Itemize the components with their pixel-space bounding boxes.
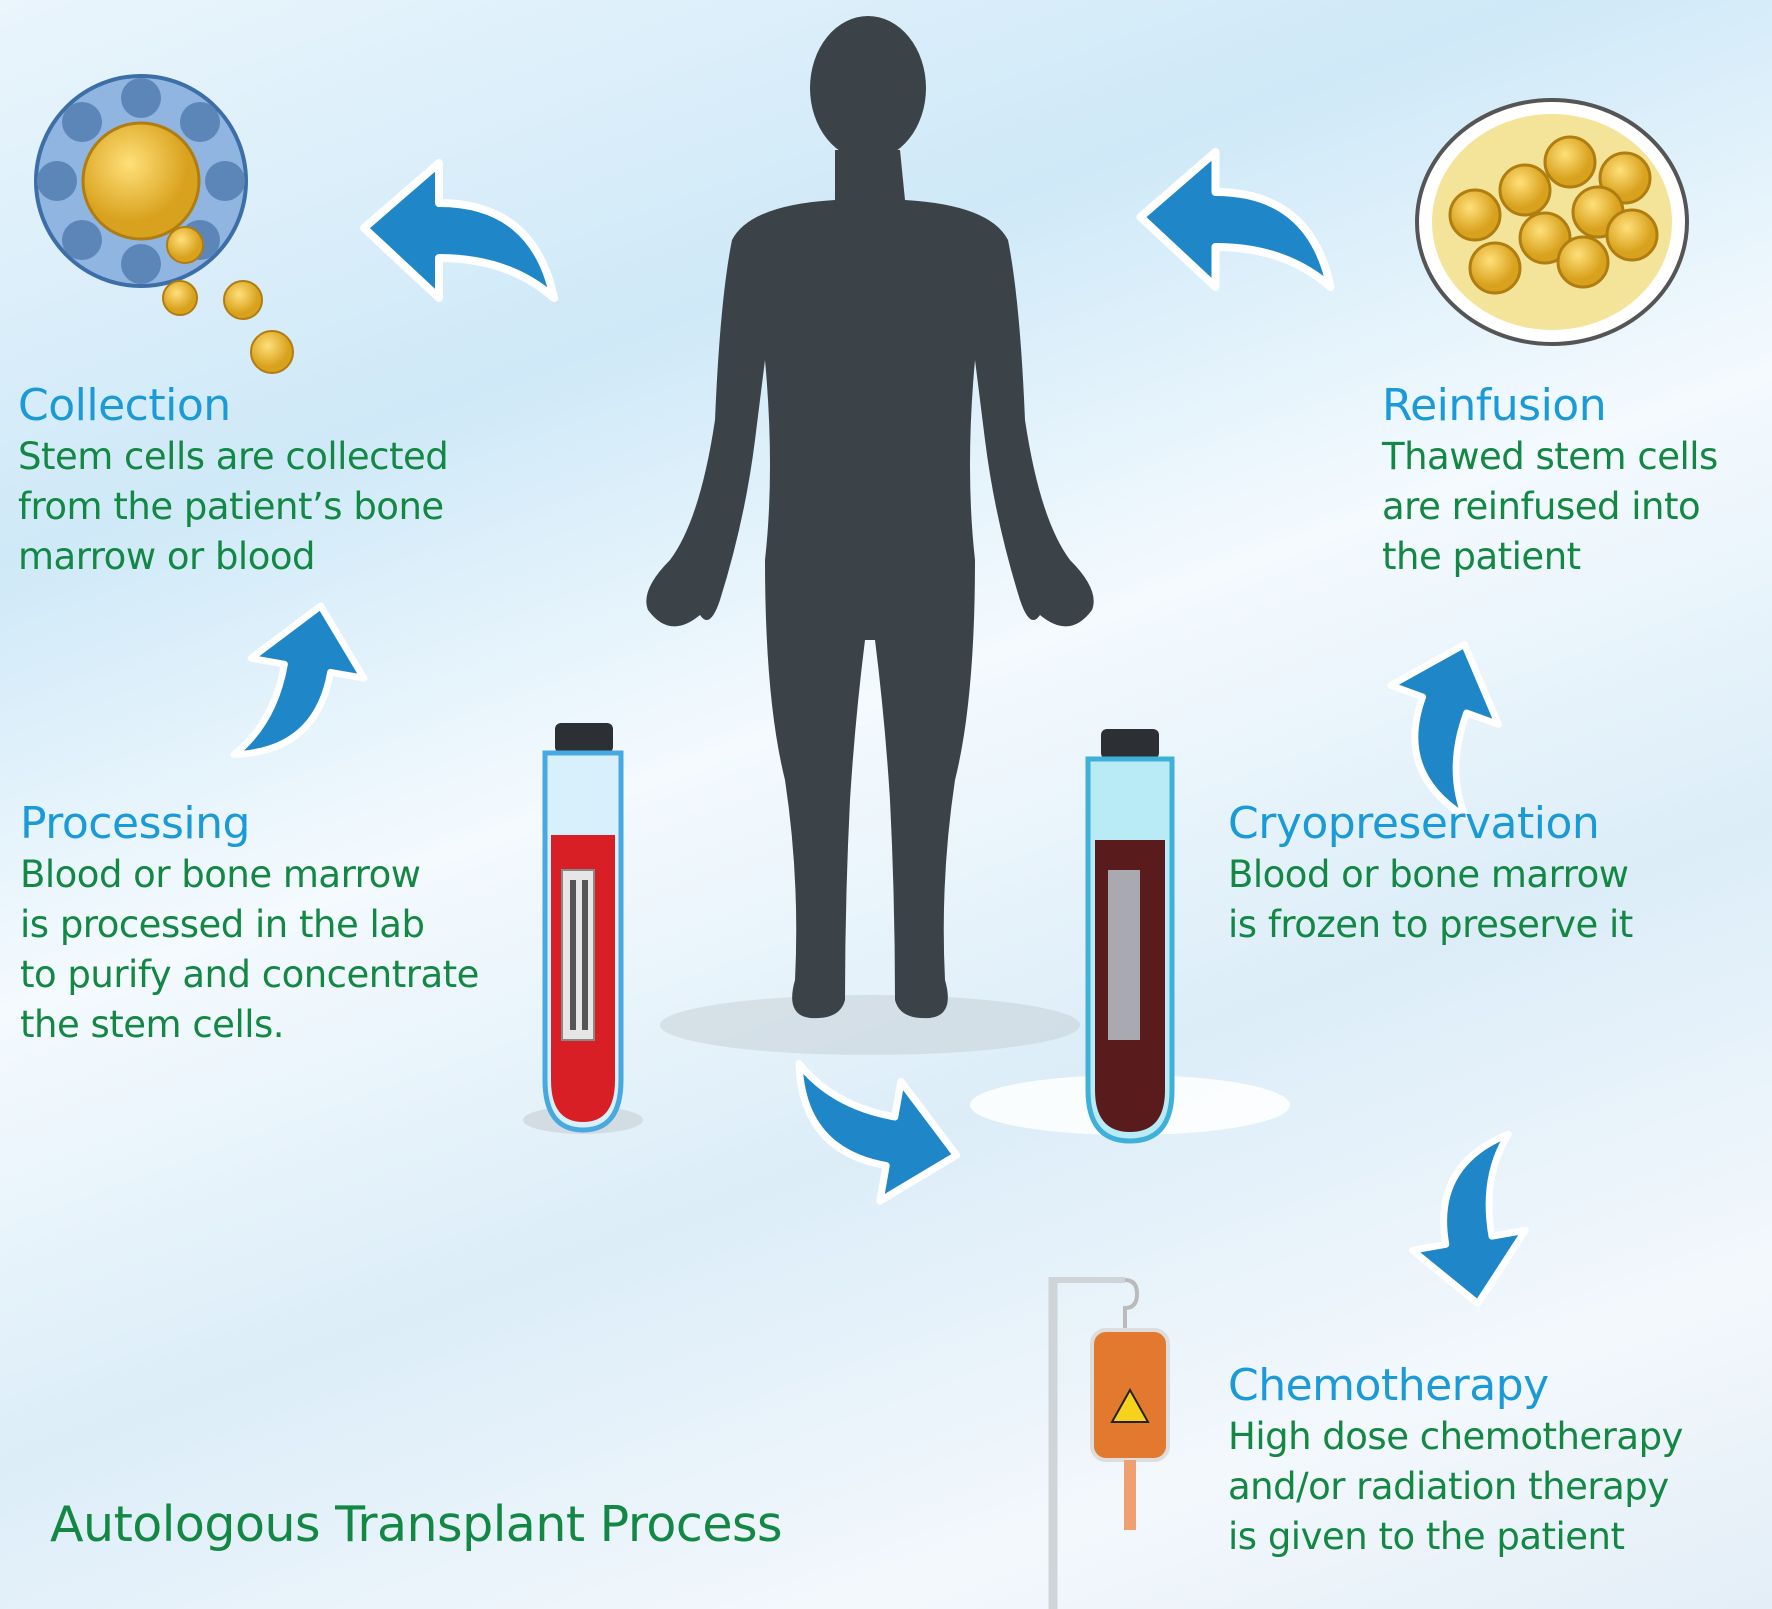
stem-cell-cluster-icon bbox=[34, 74, 294, 374]
step-processing: Processing Blood or bone marrow is proce… bbox=[20, 798, 479, 1050]
petri-dish-icon bbox=[1415, 98, 1689, 346]
step-text: Blood or bone marrow bbox=[1228, 853, 1629, 896]
step-title: Chemotherapy bbox=[1228, 1360, 1549, 1411]
frozen-tube-icon bbox=[970, 729, 1290, 1144]
step-title: Cryopreservation bbox=[1228, 798, 1600, 849]
step-text: is given to the patient bbox=[1228, 1515, 1625, 1558]
arrow-processing-icon bbox=[234, 596, 375, 775]
step-text: from the patient’s bone bbox=[18, 485, 444, 528]
step-text: marrow or blood bbox=[18, 535, 315, 578]
diagram-title: Autologous Transplant Process bbox=[50, 1496, 783, 1553]
blood-tube-icon bbox=[523, 723, 643, 1134]
step-text: Blood or bone marrow bbox=[20, 853, 421, 896]
arrow-up-reinfusion-icon bbox=[1357, 625, 1520, 816]
body-shadow bbox=[660, 995, 1080, 1055]
step-title: Processing bbox=[20, 798, 250, 849]
iv-bag-icon bbox=[1048, 1277, 1170, 1609]
step-title: Collection bbox=[18, 380, 231, 431]
step-chemotherapy: Chemotherapy High dose chemotherapy and/… bbox=[1228, 1360, 1683, 1562]
step-text: is processed in the lab bbox=[20, 903, 425, 946]
arrow-collection-icon bbox=[364, 163, 554, 298]
step-text: and/or radiation therapy bbox=[1228, 1465, 1669, 1508]
step-text: Thawed stem cells bbox=[1382, 435, 1718, 478]
step-cryopreservation: Cryopreservation Blood or bone marrow is… bbox=[1228, 798, 1633, 950]
step-collection: Collection Stem cells are collected from… bbox=[18, 380, 449, 582]
arrow-cryo-icon bbox=[778, 1063, 968, 1212]
step-text: are reinfused into bbox=[1382, 485, 1701, 528]
step-text: the patient bbox=[1382, 535, 1581, 578]
step-text: is frozen to preserve it bbox=[1228, 903, 1633, 946]
step-text: the stem cells. bbox=[20, 1003, 285, 1046]
step-reinfusion: Reinfusion Thawed stem cells are reinfus… bbox=[1382, 380, 1718, 582]
arrow-reinfusion-icon bbox=[1141, 152, 1331, 287]
step-text: High dose chemotherapy bbox=[1228, 1415, 1683, 1458]
step-text: Stem cells are collected bbox=[18, 435, 449, 478]
human-silhouette-icon bbox=[646, 16, 1094, 1019]
arrow-chemo-icon bbox=[1395, 1134, 1536, 1313]
step-title: Reinfusion bbox=[1382, 380, 1607, 431]
step-text: to purify and concentrate bbox=[20, 953, 479, 996]
